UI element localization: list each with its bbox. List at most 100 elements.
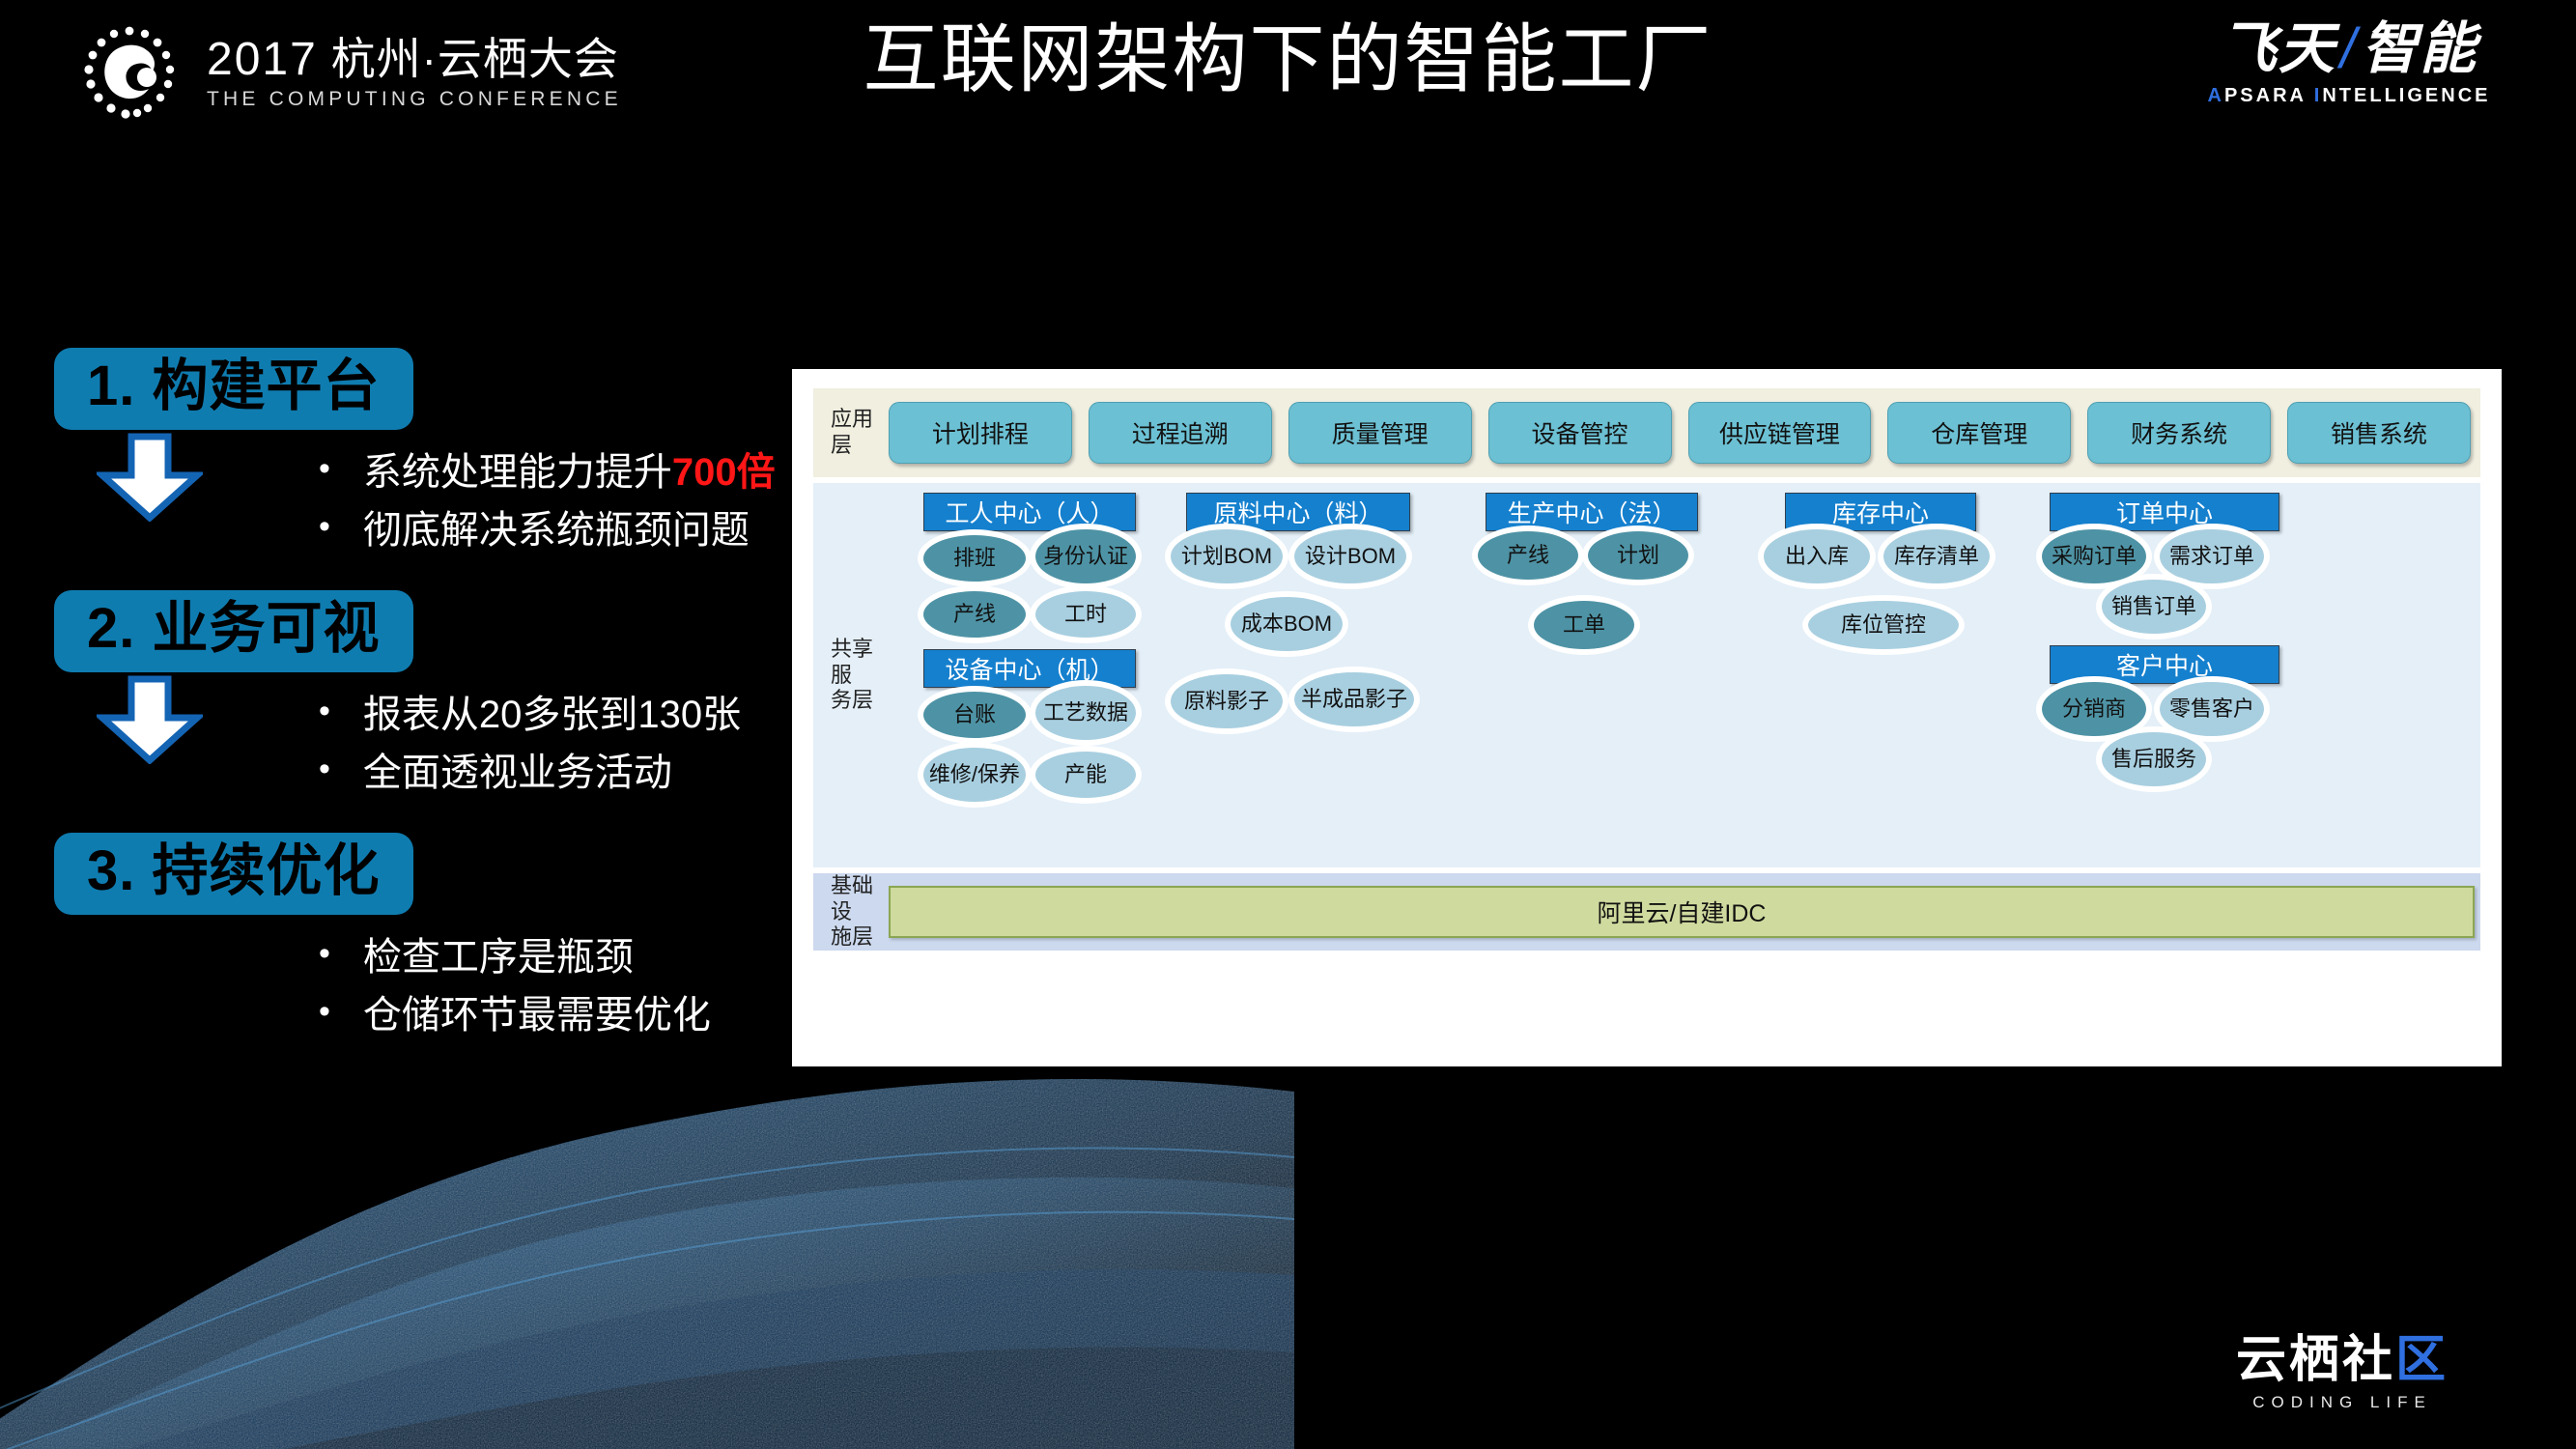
infrastructure-layer: 基础设 施层 阿里云/自建IDC [813, 873, 2480, 951]
step-block-3: 3. 持续优化 • 检查工序是瓶颈 • 仓储环节最需要优化 [0, 832, 792, 1044]
app-box-quality[interactable]: 质量管理 [1288, 402, 1472, 464]
infrastructure-bar[interactable]: 阿里云/自建IDC [889, 886, 2475, 938]
application-layer: 应用层 计划排程 过程追溯 质量管理 设备管控 供应链管理 仓库管理 财务系统 … [813, 388, 2480, 477]
app-box-planning[interactable]: 计划排程 [889, 402, 1072, 464]
brand-en-i: I [2313, 85, 2323, 106]
step-block-2: 2. 业务可视 • 报表从20多张到130张 • 全面透视业务活动 [0, 589, 792, 802]
list-item: • 全面透视业务活动 [319, 744, 792, 802]
pill-retail-customer[interactable]: 零售客户 [2160, 682, 2264, 736]
bullet-dot-icon: • [319, 507, 330, 545]
list-item: • 检查工序是瓶颈 [319, 928, 792, 986]
bullet-dot-icon: • [319, 934, 330, 972]
brand-en-a: A [2207, 85, 2224, 106]
brand-en-psara: PSARA [2223, 85, 2314, 106]
brand-en-ntelligence: NTELLIGENCE [2322, 85, 2491, 106]
app-box-warehouse[interactable]: 仓库管理 [1887, 402, 2072, 464]
pill-identity-auth[interactable]: 身份认证 [1035, 529, 1136, 583]
step-bullets-3: • 检查工序是瓶颈 • 仓储环节最需要优化 [319, 928, 792, 1044]
steps-list: 1. 构建平台 • 系统处理能力提升700倍 • 彻底解决系统瓶颈问题 2. 业… [0, 348, 792, 1050]
pill-semifinished-shadow[interactable]: 半成品影子 [1294, 672, 1414, 726]
conference-city: 杭州·云栖大会 [330, 33, 619, 84]
center-column-production: 生产中心（法） 产线 计划 工单 [1458, 483, 1748, 867]
app-box-sales[interactable]: 销售系统 [2287, 402, 2471, 464]
list-item: • 系统处理能力提升700倍 [319, 443, 792, 501]
step-bullets-2: • 报表从20多张到130张 • 全面透视业务活动 [319, 686, 792, 802]
application-layer-label: 应用层 [831, 407, 874, 457]
pill-work-hours[interactable]: 工时 [1035, 591, 1136, 638]
shared-service-layer: 共享服 务层 工人中心（人） 排班 身份认证 产线 工时 设备中心（机） 台账 … [813, 483, 2480, 867]
background-wave-decoration [0, 696, 1352, 1449]
center-title-customer[interactable]: 客户中心 [2050, 645, 2279, 684]
pill-capacity[interactable]: 产能 [1035, 752, 1136, 798]
page-title: 互联网架构下的智能工厂 [863, 16, 1713, 101]
center-column-order-customer: 订单中心 采购订单 需求订单 销售订单 客户中心 分销商 零售客户 售后服务 [2028, 483, 2299, 867]
app-box-equipment[interactable]: 设备管控 [1487, 402, 1672, 464]
pill-production-line[interactable]: 产线 [923, 591, 1026, 638]
brand-cn-right: 智能 [2362, 17, 2478, 80]
brand-cn-left: 飞天 [2220, 17, 2336, 80]
pill-demand-order[interactable]: 需求订单 [2160, 529, 2264, 583]
bullet-dot-icon: • [319, 692, 330, 729]
pill-prod-plan[interactable]: 计划 [1588, 531, 1688, 580]
center-title-material[interactable]: 原料中心（料） [1186, 493, 1410, 531]
pill-inbound-outbound[interactable]: 出入库 [1764, 529, 1870, 583]
step-heading-2: 2. 业务可视 [54, 589, 413, 672]
step-heading-1: 1. 构建平台 [54, 348, 413, 430]
computing-conference-mark-icon [77, 21, 182, 126]
list-item: • 报表从20多张到130张 [319, 686, 792, 744]
apsara-intelligence-logo: 飞天/智能 APSARA INTELLIGENCE [2199, 21, 2499, 107]
center-title-order[interactable]: 订单中心 [2050, 493, 2279, 531]
pill-shift-scheduling[interactable]: 排班 [923, 535, 1026, 582]
pill-prod-line[interactable]: 产线 [1478, 531, 1578, 580]
footer-logo-cn-accent: 区 [2395, 1332, 2449, 1388]
center-title-inventory[interactable]: 库存中心 [1785, 493, 1976, 531]
brand-slash: / [2339, 17, 2359, 80]
bullet-dot-icon: • [319, 449, 330, 487]
pill-work-order[interactable]: 工单 [1534, 601, 1634, 649]
bullet-highlight: 700倍 [671, 450, 776, 494]
slide-header: 2017 杭州·云栖大会 THE COMPUTING CONFERENCE 互联… [0, 0, 2576, 164]
pill-distributor[interactable]: 分销商 [2042, 682, 2146, 736]
yunqi-community-logo: 云栖社区 CODING LIFE [2197, 1335, 2487, 1412]
conference-year: 2017 [207, 33, 318, 85]
pill-purchase-order[interactable]: 采购订单 [2042, 529, 2146, 583]
pill-ledger[interactable]: 台账 [923, 692, 1026, 738]
pill-location-control[interactable]: 库位管控 [1808, 601, 1959, 649]
center-column-worker-equipment: 工人中心（人） 排班 身份认证 产线 工时 设备中心（机） 台账 工艺数据 维修… [889, 483, 1149, 867]
center-title-worker[interactable]: 工人中心（人） [923, 493, 1136, 531]
bullet-text: 仓储环节最需要优化 [362, 993, 711, 1037]
pill-after-sales[interactable]: 售后服务 [2102, 732, 2206, 786]
bullet-dot-icon: • [319, 750, 330, 787]
footer-logo-en: CODING LIFE [2252, 1393, 2432, 1411]
down-arrow-icon-1 [97, 433, 203, 522]
footer-logo-cn: 云栖社 [2235, 1332, 2395, 1388]
center-title-production[interactable]: 生产中心（法） [1486, 493, 1698, 531]
down-arrow-icon-2 [97, 675, 203, 764]
list-item: • 彻底解决系统瓶颈问题 [319, 501, 792, 559]
conference-logo: 2017 杭州·云栖大会 THE COMPUTING CONFERENCE [77, 21, 622, 126]
pill-process-data[interactable]: 工艺数据 [1035, 686, 1136, 740]
bullet-text: 系统处理能力提升 [362, 450, 672, 494]
center-title-equipment[interactable]: 设备中心（机） [923, 649, 1136, 688]
list-item: • 仓储环节最需要优化 [319, 986, 792, 1044]
bullet-text: 彻底解决系统瓶颈问题 [362, 508, 750, 552]
center-column-inventory: 库存中心 出入库 库存清单 库位管控 [1748, 483, 2028, 867]
conference-subtitle-en: THE COMPUTING CONFERENCE [207, 88, 622, 111]
infrastructure-layer-label: 基础设 施层 [831, 872, 874, 950]
pill-stock-list[interactable]: 库存清单 [1883, 529, 1990, 583]
bullet-text: 全面透视业务活动 [362, 751, 672, 794]
bullet-dot-icon: • [319, 992, 330, 1030]
step-block-1: 1. 构建平台 • 系统处理能力提升700倍 • 彻底解决系统瓶颈问题 [0, 348, 792, 559]
shared-service-layer-label: 共享服 务层 [831, 636, 874, 713]
architecture-diagram: 应用层 计划排程 过程追溯 质量管理 设备管控 供应链管理 仓库管理 财务系统 … [792, 369, 2502, 1066]
pill-sales-order[interactable]: 销售订单 [2102, 580, 2206, 634]
app-box-supply-chain[interactable]: 供应链管理 [1687, 402, 1872, 464]
pill-maintenance[interactable]: 维修/保养 [923, 748, 1026, 802]
app-box-finance[interactable]: 财务系统 [2087, 402, 2272, 464]
pill-material-shadow[interactable]: 原料影子 [1171, 674, 1283, 728]
app-box-traceability[interactable]: 过程追溯 [1088, 402, 1272, 464]
